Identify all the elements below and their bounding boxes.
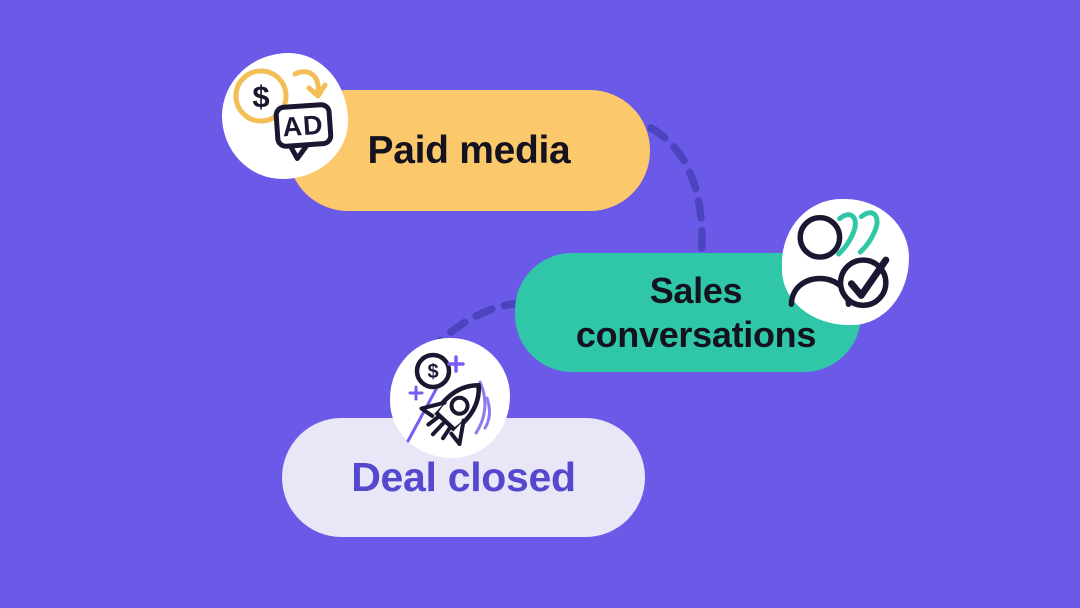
coin-circle [233,68,289,124]
coin-circle [414,352,452,390]
checkmark-icon [847,256,890,299]
rocket-fin-left [419,400,447,418]
rocket-dollar-icon: $ [406,352,491,446]
deal-closed-icon-bubble: $ [390,338,510,458]
rocket-window [449,395,470,416]
speech-curve-1 [836,212,858,257]
speech-curve-2 [857,210,880,255]
swoosh-line-1 [474,380,487,435]
node-deal-closed-label: Deal closed [351,454,576,500]
dollar-glyph: $ [427,361,438,383]
sales-conversations-icon-bubble [782,199,909,325]
swoosh-line-2 [483,396,491,430]
rocket-icon [419,383,481,446]
node-sales-label-line2: conversations [575,313,817,355]
person-quotes-check-icon [788,210,890,309]
sparkle-plus-2 [408,385,424,401]
ad-glyph: AD [282,110,325,143]
node-paid-media: Paid media [288,90,650,211]
connector-paid-to-sales [647,124,706,264]
dollar-ad-icon: $ AD [233,68,334,161]
speech-bubble-tail [287,142,310,161]
sparkle-plus-1 [447,355,465,373]
speech-bubble-box [273,102,334,149]
node-sales-label-line1: Sales [649,269,743,311]
rocket-exhaust [426,415,452,441]
paid-media-icon-bubble: $ AD [222,53,348,179]
dollar-glyph: $ [252,79,269,114]
rocket-body [433,383,481,433]
ad-speech-bubble: AD [273,102,334,161]
person-head [797,214,843,260]
arrowhead [306,82,328,99]
curved-arrow-icon [292,69,321,96]
rocket-fin-right [449,418,466,446]
node-paid-media-label: Paid media [367,128,571,172]
